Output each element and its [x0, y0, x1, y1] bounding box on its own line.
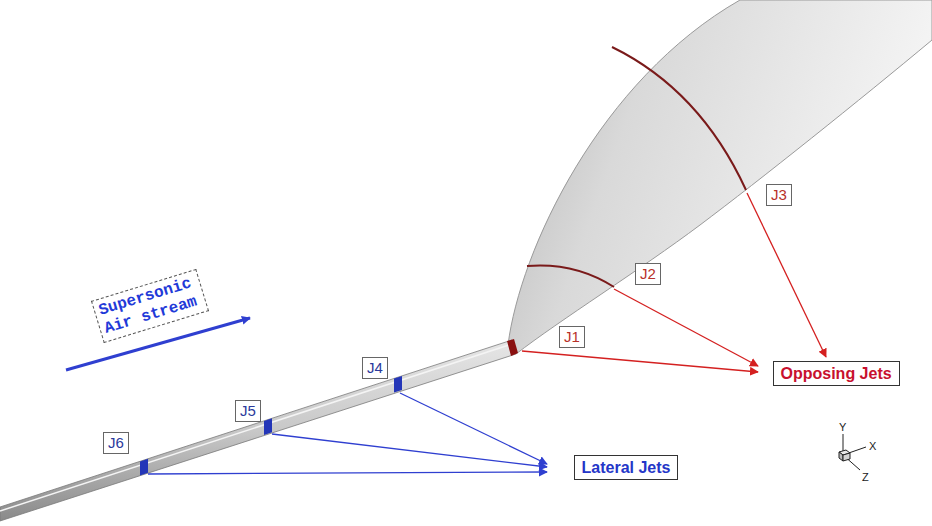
axis-label: Y — [839, 421, 846, 433]
spike-highlight — [0, 344, 512, 511]
leader-arrow — [747, 193, 826, 357]
group-box: Lateral Jets — [574, 455, 679, 480]
node-text: Supersonic Air stream — [97, 274, 200, 337]
jet-ring — [140, 459, 148, 476]
node-text: J5 — [240, 402, 256, 419]
node-text: J1 — [564, 328, 580, 345]
node-text: J4 — [367, 359, 383, 376]
jet-ring — [527, 265, 614, 287]
node-text: Lateral Jets — [582, 459, 671, 476]
jet-label: J2 — [635, 263, 661, 285]
node-text: J2 — [640, 265, 656, 282]
jet-label: J4 — [362, 357, 388, 379]
jet-label: J1 — [559, 326, 585, 348]
leader-arrow — [522, 351, 758, 372]
node-text: Opposing Jets — [781, 365, 892, 382]
axis-label: X — [869, 440, 876, 452]
axis-label: Z — [862, 471, 869, 483]
node-text: J6 — [108, 434, 124, 451]
jet-ring — [507, 339, 518, 356]
jet-label: J5 — [235, 400, 261, 422]
leader-arrow — [400, 393, 547, 464]
jet-label: J3 — [766, 184, 792, 206]
jet-ring — [394, 376, 402, 393]
jet-label: J6 — [103, 432, 129, 454]
jet-ring — [612, 47, 746, 190]
leader-arrow — [148, 472, 547, 474]
group-box: Opposing Jets — [773, 361, 900, 386]
node-text: J3 — [771, 186, 787, 203]
blunt-body — [508, 0, 932, 354]
leader-arrow — [614, 289, 758, 366]
jet-ring — [264, 418, 272, 435]
axis-triad — [839, 434, 866, 470]
leader-arrow — [272, 434, 547, 467]
flow-label: Supersonic Air stream — [91, 269, 209, 343]
